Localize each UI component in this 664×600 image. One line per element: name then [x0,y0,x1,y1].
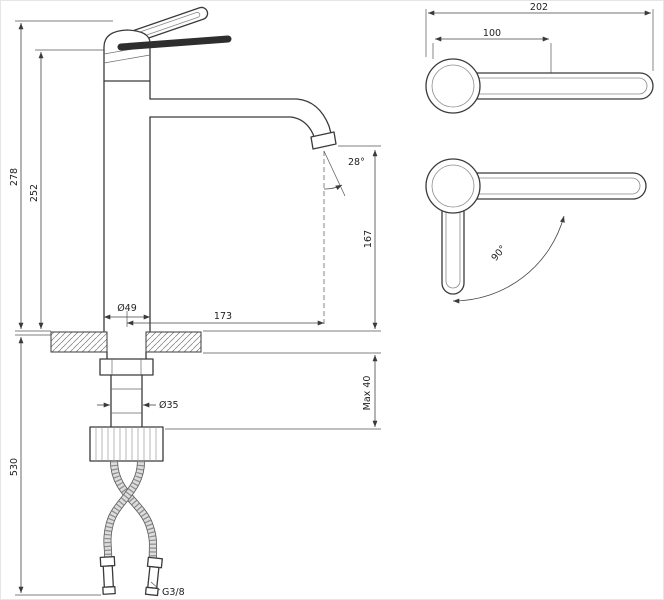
hose-fitting-left [99,556,116,595]
flexible-hoses [99,460,163,597]
dim-label-overall-length: 202 [530,2,548,13]
faucet-front [103,6,337,332]
dimension-hose-length: 530 [9,334,101,596]
dimension-handle-length: 100 [432,28,552,73]
dim-label-height-to-lever: 252 [29,184,40,202]
dimension-max-deck: Max 40 [165,352,381,430]
dimension-shank-diameter: Ø35 [97,400,179,411]
faucet-head [103,29,151,82]
dim-label-total-height: 278 [9,168,20,186]
thread-label: G3/8 [150,581,185,598]
dimension-total-height: 278 [9,20,113,332]
dim-label-shank-diameter: Ø35 [159,400,179,411]
countertop [50,331,202,353]
dimension-spout-reach: 173 [126,311,324,327]
lever-handle [117,35,232,51]
handle-rotated-position [441,200,465,295]
dim-label-handle-swing: 90° [489,243,508,263]
dimension-outlet-height: 167 [203,145,381,332]
dim-label-stream-angle: 28° [348,157,365,168]
mounting-assembly [89,351,164,462]
handle-plan-view-swing [425,158,647,295]
dim-label-max-deck: Max 40 [362,376,373,411]
front-view: 278 252 530 [9,6,381,598]
stream-angle-annotation: 28° [323,150,365,327]
dim-label-outlet-height: 167 [363,230,374,248]
top-view: 202 100 90° [425,2,654,304]
spout [149,98,334,142]
base-nut [99,358,154,376]
threaded-shank [110,374,143,428]
dim-label-thread: G3/8 [162,587,185,598]
dimension-overall-length: 202 [425,2,654,71]
dim-label-handle-length: 100 [483,28,501,39]
dimension-height-to-lever: 252 [29,49,113,329]
handle-swing-annotation: 90° [452,215,565,304]
dim-label-body-diameter: Ø49 [117,303,137,314]
dim-label-hose-length: 530 [9,458,20,476]
handle-plan-view [425,58,654,114]
knurled-mounting-nut [89,426,164,462]
aerator [310,131,337,150]
hose-fitting-right [144,556,163,597]
dim-label-spout-reach: 173 [214,311,232,322]
